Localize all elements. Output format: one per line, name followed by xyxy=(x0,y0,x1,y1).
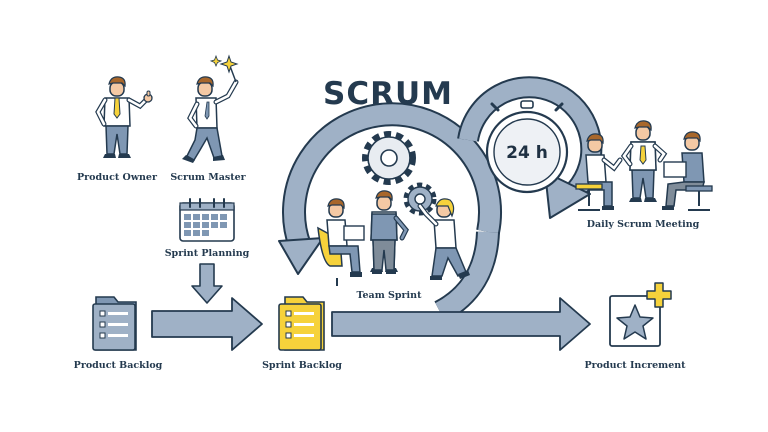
calendar-icon xyxy=(179,198,235,242)
sprint-planning-label: Sprint Planning xyxy=(165,248,250,259)
clock-label: 24 h xyxy=(506,143,548,163)
stopwatch-icon xyxy=(485,100,569,194)
gear-icon xyxy=(362,131,416,185)
planning-down-arrow xyxy=(191,263,223,304)
product-increment-label: Product Increment xyxy=(584,360,686,371)
gear-small-icon xyxy=(403,182,437,216)
sprint-cycle-arrow xyxy=(278,102,502,323)
scrum-master-label: Scrum Master xyxy=(170,172,246,183)
product-owner-figure xyxy=(95,76,153,159)
product-owner-label: Product Owner xyxy=(77,172,158,183)
scrum-master-figure xyxy=(182,54,239,163)
team-sprint-label: Team Sprint xyxy=(357,290,423,301)
product-backlog-icon xyxy=(92,296,137,351)
meeting-member-right xyxy=(662,131,713,211)
product-increment-icon xyxy=(609,282,672,347)
sprint-to-increment-arrow xyxy=(331,297,591,351)
team-member-standing xyxy=(369,190,409,274)
meeting-member-center xyxy=(620,120,668,203)
sprint-backlog-label: Sprint Backlog xyxy=(262,360,342,371)
backlog-to-sprint-arrow xyxy=(151,297,263,351)
team-member-seated xyxy=(317,198,365,286)
meeting-member-left xyxy=(575,133,623,211)
team-member-pointing xyxy=(417,198,470,280)
daily-scrum-label: Daily Scrum Meeting xyxy=(587,219,700,230)
sprint-backlog-icon xyxy=(278,296,325,351)
product-backlog-label: Product Backlog xyxy=(74,360,163,371)
